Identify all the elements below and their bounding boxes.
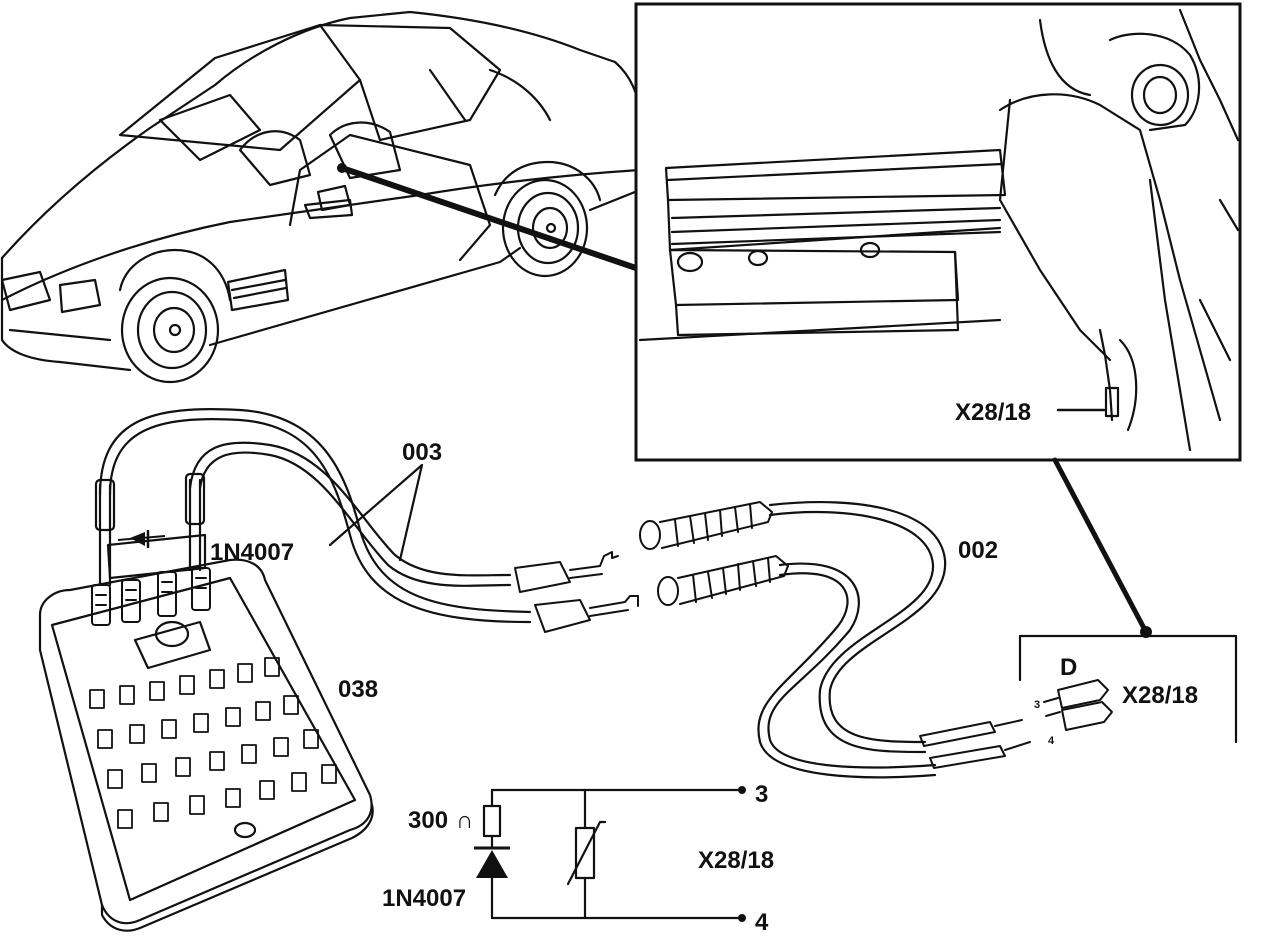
leader-003	[328, 463, 424, 562]
label-schematic-connector: X28/18	[698, 847, 774, 874]
car-pointer-line	[339, 165, 639, 271]
label-terminal-4: 4	[755, 909, 769, 936]
inset-detail: X28/18	[634, 2, 1242, 462]
pin-4-small: 4	[1048, 735, 1055, 747]
label-resistor-unit: ∩	[456, 807, 473, 834]
label-002: 002	[958, 537, 998, 564]
detail-d: D X28/18 3 4	[1018, 634, 1238, 747]
detail-letter: D	[1060, 654, 1077, 681]
test-box	[38, 472, 374, 932]
terminal-4-dot	[738, 914, 746, 922]
ribbed-sockets	[639, 501, 789, 606]
banana-plugs	[514, 551, 639, 633]
test-pins	[919, 719, 1031, 769]
label-diode-top: 1N4007	[210, 539, 294, 566]
label-038: 038	[338, 676, 378, 703]
pin-3-small: 3	[1034, 699, 1040, 711]
detail-connector-label: X28/18	[1122, 682, 1198, 709]
label-terminal-3: 3	[755, 781, 768, 808]
box-diode-symbol	[117, 530, 166, 548]
label-diode-bottom: 1N4007	[382, 885, 466, 912]
label-003: 003	[402, 439, 442, 466]
label-resistor-value: 300	[408, 807, 448, 834]
schematic	[482, 788, 742, 920]
car-illustration	[0, 10, 642, 384]
schematic-diode	[474, 846, 510, 878]
terminal-3-dot	[738, 786, 746, 794]
cables	[98, 408, 947, 779]
inset-connector-label: X28/18	[955, 399, 1031, 426]
resistor	[482, 804, 502, 838]
inset-pointer-line	[1052, 457, 1149, 635]
